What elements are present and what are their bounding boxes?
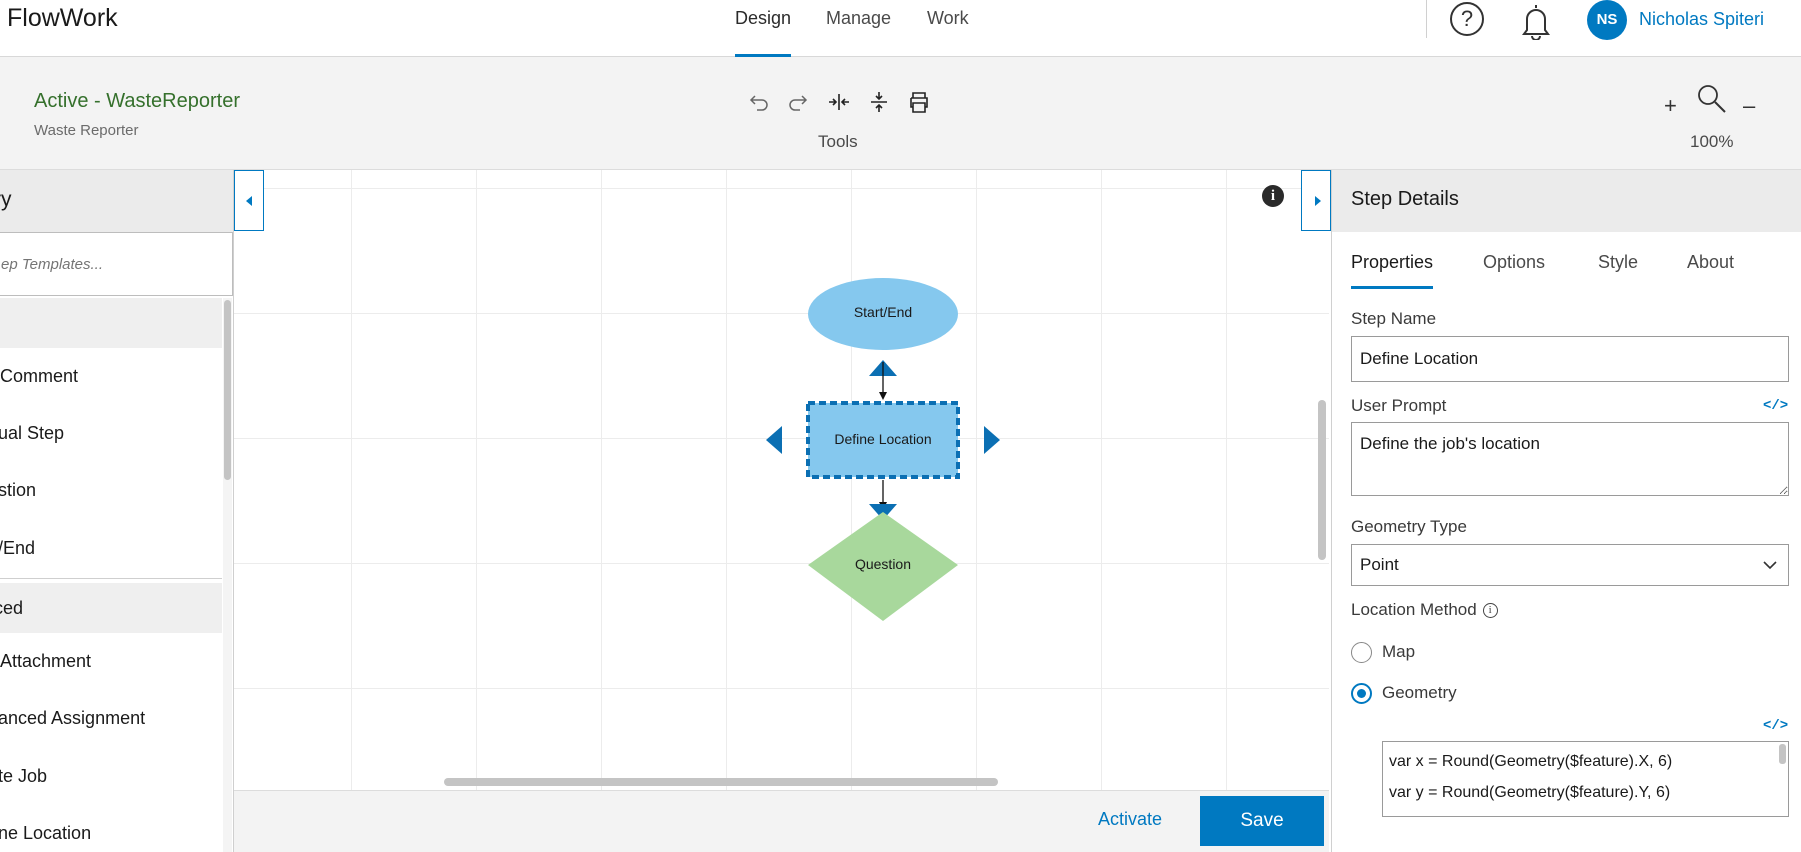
library-category-advanced[interactable]: ced <box>0 583 222 633</box>
tools-label: Tools <box>818 132 858 151</box>
geometry-expression-code-icon[interactable]: </> <box>1763 718 1789 734</box>
radio-geometry[interactable] <box>1351 683 1372 704</box>
library-item[interactable]: anced Assignment <box>0 690 222 746</box>
redo-icon[interactable] <box>786 91 810 113</box>
tab-style[interactable]: Style <box>1598 252 1639 272</box>
fit-width-icon[interactable] <box>827 91 851 113</box>
library-item[interactable]: Comment <box>0 348 222 404</box>
expression-code-icon[interactable]: </> <box>1763 398 1789 414</box>
print-icon[interactable] <box>907 91 931 113</box>
library-item-label: ne Location <box>0 823 92 843</box>
nav-tab-design[interactable]: Design <box>735 8 792 57</box>
define-location-node[interactable] <box>806 401 960 479</box>
geometry-expression-editor[interactable]: var x = Round(Geometry($feature).X, 6) v… <box>1382 741 1789 817</box>
library-title: ry <box>0 188 12 211</box>
caret-left-icon <box>246 196 252 206</box>
app-brand[interactable]: FlowWork <box>7 4 118 32</box>
zoom-level: 100% <box>1690 132 1734 151</box>
library-item-label: Attachment <box>0 651 92 671</box>
radio-map[interactable] <box>1351 642 1372 663</box>
nav-tab-manage[interactable]: Manage <box>826 8 892 28</box>
user-prompt-textarea[interactable]: Define the job's location <box>1351 422 1789 496</box>
zoom-in-button[interactable]: + <box>1664 93 1677 118</box>
workflow-diagram <box>766 278 1000 621</box>
step-name-label: Step Name <box>1351 309 1437 328</box>
library-item-label: /End <box>0 538 36 558</box>
library-item[interactable]: ne Location <box>0 805 222 852</box>
library-item[interactable]: /End <box>0 520 222 576</box>
library-item-label: stion <box>0 480 37 500</box>
tab-about[interactable]: About <box>1687 252 1735 272</box>
radio-geometry-label[interactable]: Geometry <box>1382 683 1457 702</box>
help-icon[interactable]: ? <box>1450 2 1484 36</box>
fit-height-icon[interactable] <box>867 91 891 113</box>
start-end-node[interactable] <box>808 278 958 350</box>
category-label: ced <box>0 598 24 618</box>
user-avatar[interactable]: NS <box>1587 0 1627 40</box>
step-details-panel: Step Details Properties Options Style Ab… <box>1331 170 1801 852</box>
question-node-label: Question <box>854 556 912 572</box>
nav-divider <box>1426 0 1427 38</box>
geometry-type-value: Point <box>1360 555 1399 574</box>
info-icon[interactable]: i <box>1482 603 1498 618</box>
code-editor-scrollbar[interactable] <box>1779 744 1786 764</box>
library-scrollbar[interactable] <box>223 298 232 852</box>
tab-options[interactable]: Options <box>1483 252 1546 272</box>
library-item[interactable]: te Job <box>0 748 222 804</box>
canvas-info-icon[interactable]: i <box>1262 185 1284 207</box>
details-title: Step Details <box>1351 188 1459 210</box>
undo-icon[interactable] <box>747 91 771 113</box>
step-name-input[interactable] <box>1351 336 1789 382</box>
code-line: var x = Round(Geometry($feature).X, 6) <box>1389 753 1673 770</box>
tab-properties[interactable]: Properties <box>1351 252 1434 289</box>
zoom-out-button[interactable]: – <box>1743 93 1756 118</box>
canvas-horizontal-scrollbar[interactable] <box>444 778 998 786</box>
save-button[interactable]: Save <box>1200 796 1324 846</box>
library-item-label: Comment <box>0 366 79 386</box>
workflow-subtitle: Waste Reporter <box>34 122 139 139</box>
library-item-label: anced Assignment <box>0 708 146 728</box>
library-category-basic[interactable]: l <box>0 298 222 348</box>
nav-tab-work[interactable]: Work <box>927 8 969 28</box>
library-list: l Comment ual Step stion /End ced Attach… <box>0 298 222 852</box>
magnifier-icon <box>1698 85 1726 113</box>
library-item[interactable]: Attachment <box>0 633 222 689</box>
arrowhead <box>879 392 887 400</box>
step-library-panel: ry l Comment ual Step stion /End ced Att… <box>0 170 234 852</box>
canvas-footer <box>234 790 1329 852</box>
code-line: var y = Round(Geometry($feature).Y, 6) <box>1389 784 1671 801</box>
location-method-label-text: Location Method <box>1351 600 1477 619</box>
library-item[interactable]: stion <box>0 462 222 518</box>
user-prompt-label: User Prompt <box>1351 396 1447 415</box>
library-item-label: ual Step <box>0 423 65 443</box>
workflow-canvas[interactable] <box>234 170 1329 790</box>
top-nav: FlowWork Design Manage Work ? NS Nichola… <box>0 0 1801 57</box>
define-location-node-label: Define Location <box>834 431 932 447</box>
start-end-node-label: Start/End <box>853 304 913 320</box>
chevron-down-icon <box>1763 561 1777 570</box>
step-template-search-input[interactable] <box>0 232 233 296</box>
radio-map-label[interactable]: Map <box>1382 642 1416 661</box>
connector-handle-right[interactable] <box>984 426 1000 454</box>
caret-right-icon <box>1315 196 1321 206</box>
workflow-title: Active - WasteReporter <box>34 90 240 112</box>
canvas-vertical-scrollbar[interactable] <box>1318 400 1326 560</box>
workflow-header: Active - WasteReporter Waste Reporter To… <box>0 57 1801 170</box>
category-separator <box>0 578 222 579</box>
collapse-library-button[interactable] <box>234 170 264 231</box>
user-name[interactable]: Nicholas Spiteri <box>1639 9 1765 29</box>
notification-bell-icon[interactable] <box>1519 2 1553 40</box>
collapse-details-button[interactable] <box>1301 170 1331 231</box>
geometry-type-label: Geometry Type <box>1351 517 1467 536</box>
library-item[interactable]: ual Step <box>0 405 222 461</box>
activate-button[interactable]: Activate <box>1098 809 1163 829</box>
geometry-type-select[interactable]: Point <box>1351 544 1789 586</box>
library-header: ry <box>0 170 233 232</box>
connector-handle-left[interactable] <box>766 426 782 454</box>
library-item-label: te Job <box>0 766 48 786</box>
question-node[interactable] <box>808 512 958 621</box>
library-scrollbar-thumb[interactable] <box>224 300 231 480</box>
details-header: Step Details <box>1332 170 1801 232</box>
location-method-label: Location Method i <box>1351 600 1498 620</box>
